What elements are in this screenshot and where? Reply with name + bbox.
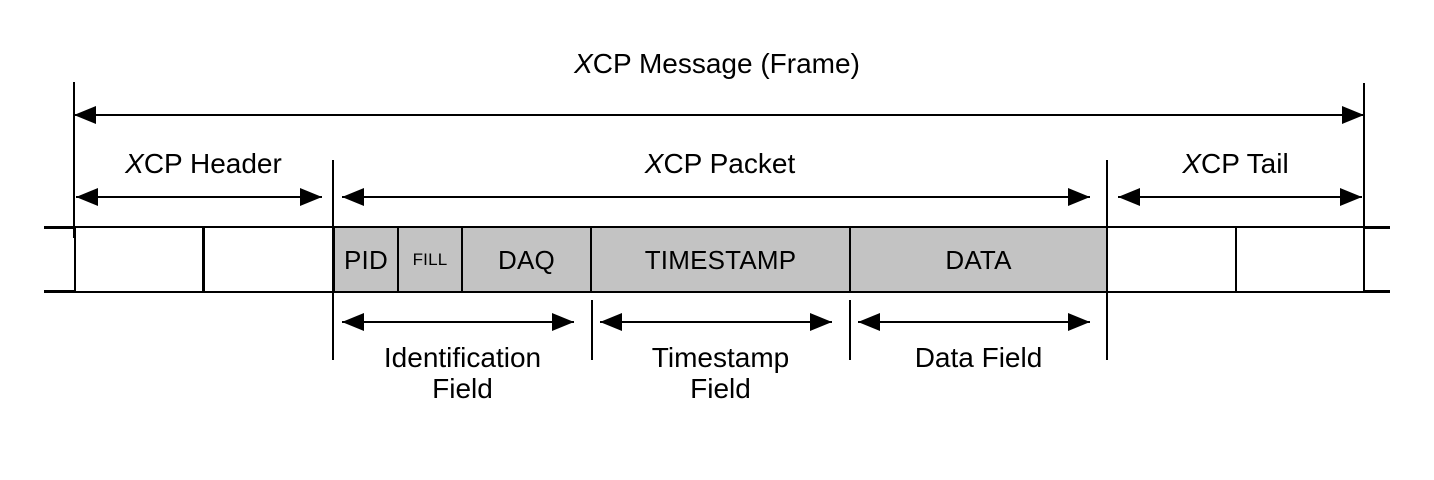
title-xcp-message-frame: XCP Message (Frame) bbox=[0, 48, 1434, 79]
xcp-header-italic-x: X bbox=[125, 148, 144, 179]
timestamp-field-line1: Timestamp bbox=[651, 342, 790, 373]
arrow-xcp-header bbox=[76, 188, 322, 206]
timestamp-field-line2: Field bbox=[690, 373, 751, 405]
timestamp-cell-label: TIMESTAMP bbox=[644, 244, 797, 275]
tick-frame-right bbox=[1363, 83, 1365, 246]
pid-cell-label: PID bbox=[344, 244, 388, 275]
daq-cell: DAQ bbox=[461, 226, 592, 293]
pid-cell: PID bbox=[333, 226, 399, 293]
arrow-shaft bbox=[74, 114, 1364, 116]
timestamp-cell: TIMESTAMP bbox=[590, 226, 851, 293]
arrow-head-left bbox=[342, 188, 364, 206]
xcp-packet-rest: CP Packet bbox=[663, 148, 796, 179]
arrow-shaft bbox=[600, 321, 832, 323]
arrow-head-left bbox=[76, 188, 98, 206]
tail-cell-1 bbox=[1106, 226, 1237, 293]
arrow-shaft bbox=[342, 321, 574, 323]
bar-rail-bottom-left bbox=[44, 290, 76, 293]
arrow-shaft bbox=[342, 196, 1090, 198]
arrow-head-right bbox=[810, 313, 832, 331]
tick-id-field-right bbox=[591, 300, 593, 360]
arrow-head-left bbox=[600, 313, 622, 331]
tick-ts-field-right bbox=[849, 300, 851, 360]
arrow-head-left bbox=[342, 313, 364, 331]
bar-rail-bottom-right bbox=[1362, 290, 1390, 293]
xcp-header-rest: CP Header bbox=[143, 148, 282, 179]
arrow-xcp-tail bbox=[1118, 188, 1362, 206]
title-italic-x: X bbox=[574, 48, 593, 79]
data-cell: DATA bbox=[849, 226, 1108, 293]
daq-cell-label: DAQ bbox=[498, 244, 555, 275]
xcp-tail-italic-x: X bbox=[1182, 148, 1201, 179]
arrow-identification-field bbox=[342, 313, 574, 331]
arrow-head-right bbox=[552, 313, 574, 331]
label-xcp-packet: XCP Packet bbox=[333, 148, 1107, 179]
arrow-head-left bbox=[858, 313, 880, 331]
identification-field-line1: Identification bbox=[383, 342, 542, 373]
label-data-field: Data Field bbox=[849, 342, 1108, 373]
arrow-shaft bbox=[76, 196, 322, 198]
label-xcp-header: XCP Header bbox=[74, 148, 333, 179]
tick-frame-left bbox=[73, 82, 75, 238]
data-cell-label: DATA bbox=[945, 244, 1012, 275]
xcp-packet-italic-x: X bbox=[644, 148, 664, 179]
arrow-head-left bbox=[1118, 188, 1140, 206]
arrow-xcp-message-frame bbox=[74, 106, 1364, 124]
fill-cell-label: FILL bbox=[412, 250, 448, 269]
fill-cell: FILL bbox=[397, 226, 463, 293]
label-xcp-tail: XCP Tail bbox=[1107, 148, 1364, 179]
arrow-data-field bbox=[858, 313, 1090, 331]
data-field-line1: Data Field bbox=[914, 342, 1043, 373]
bar-rail-top-left bbox=[44, 226, 76, 229]
arrow-head-right bbox=[1068, 188, 1090, 206]
identification-field-line2: Field bbox=[432, 373, 493, 405]
arrow-head-right bbox=[1340, 188, 1362, 206]
arrow-shaft bbox=[858, 321, 1090, 323]
arrow-head-right bbox=[1342, 106, 1364, 124]
arrow-head-left bbox=[74, 106, 96, 124]
arrow-timestamp-field bbox=[600, 313, 832, 331]
header-cell-2 bbox=[203, 226, 334, 293]
header-cell-1 bbox=[74, 226, 204, 293]
arrow-shaft bbox=[1118, 196, 1362, 198]
xcp-tail-rest: CP Tail bbox=[1201, 148, 1289, 179]
arrow-head-right bbox=[1068, 313, 1090, 331]
title-rest: CP Message (Frame) bbox=[592, 48, 860, 79]
bar-rail-top-right bbox=[1362, 226, 1390, 229]
arrow-head-right bbox=[300, 188, 322, 206]
label-timestamp-field: Timestamp Field bbox=[591, 342, 850, 405]
label-identification-field: Identification Field bbox=[333, 342, 592, 405]
arrow-xcp-packet bbox=[342, 188, 1090, 206]
tail-cell-2 bbox=[1235, 226, 1365, 293]
